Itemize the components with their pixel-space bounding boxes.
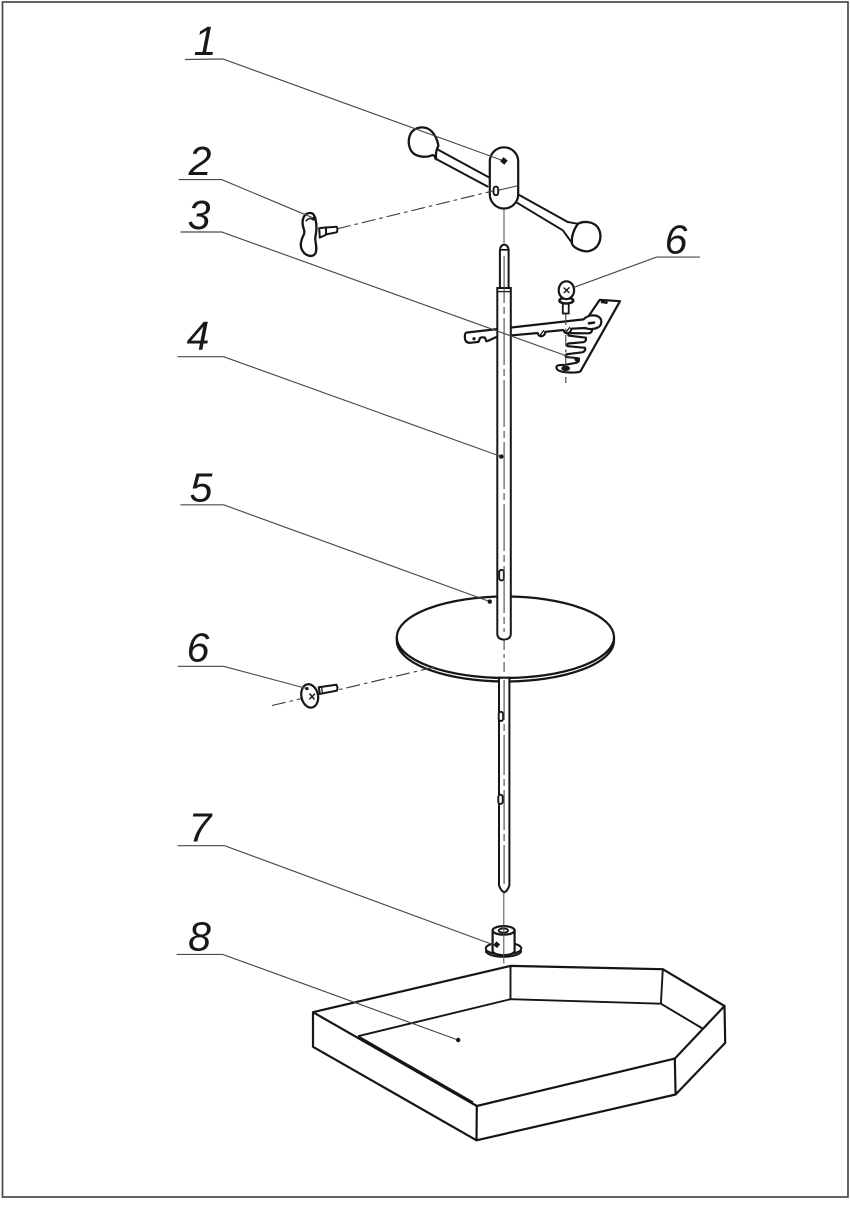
svg-text:8: 8 — [188, 914, 211, 960]
svg-text:1: 1 — [194, 18, 217, 64]
svg-text:6: 6 — [665, 217, 688, 263]
svg-text:5: 5 — [190, 465, 213, 511]
svg-text:6: 6 — [187, 625, 210, 671]
svg-text:3: 3 — [188, 192, 211, 238]
svg-text:4: 4 — [187, 313, 210, 359]
svg-text:2: 2 — [188, 138, 212, 184]
svg-text:7: 7 — [189, 805, 214, 851]
